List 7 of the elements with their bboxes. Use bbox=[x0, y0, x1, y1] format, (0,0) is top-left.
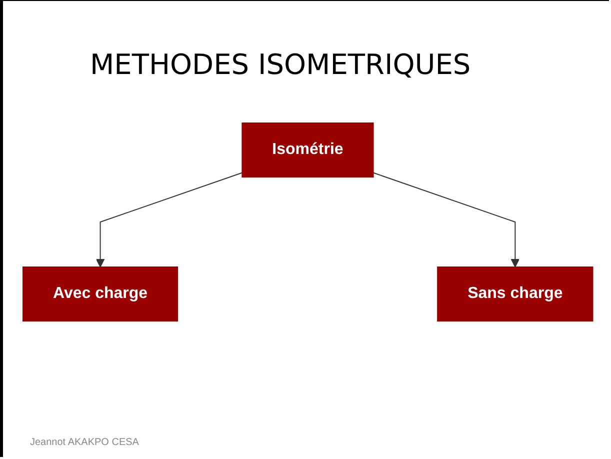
slide-title: METHODES ISOMETRIQUES bbox=[90, 48, 471, 81]
node-box: Isométrie bbox=[241, 122, 374, 178]
arrow bbox=[372, 172, 520, 268]
footer-text: Jeannot AKAKPO CESA bbox=[30, 437, 139, 448]
node-box: Sans charge bbox=[436, 266, 593, 322]
arrow bbox=[96, 172, 242, 268]
node-box: Avec charge bbox=[22, 266, 178, 322]
